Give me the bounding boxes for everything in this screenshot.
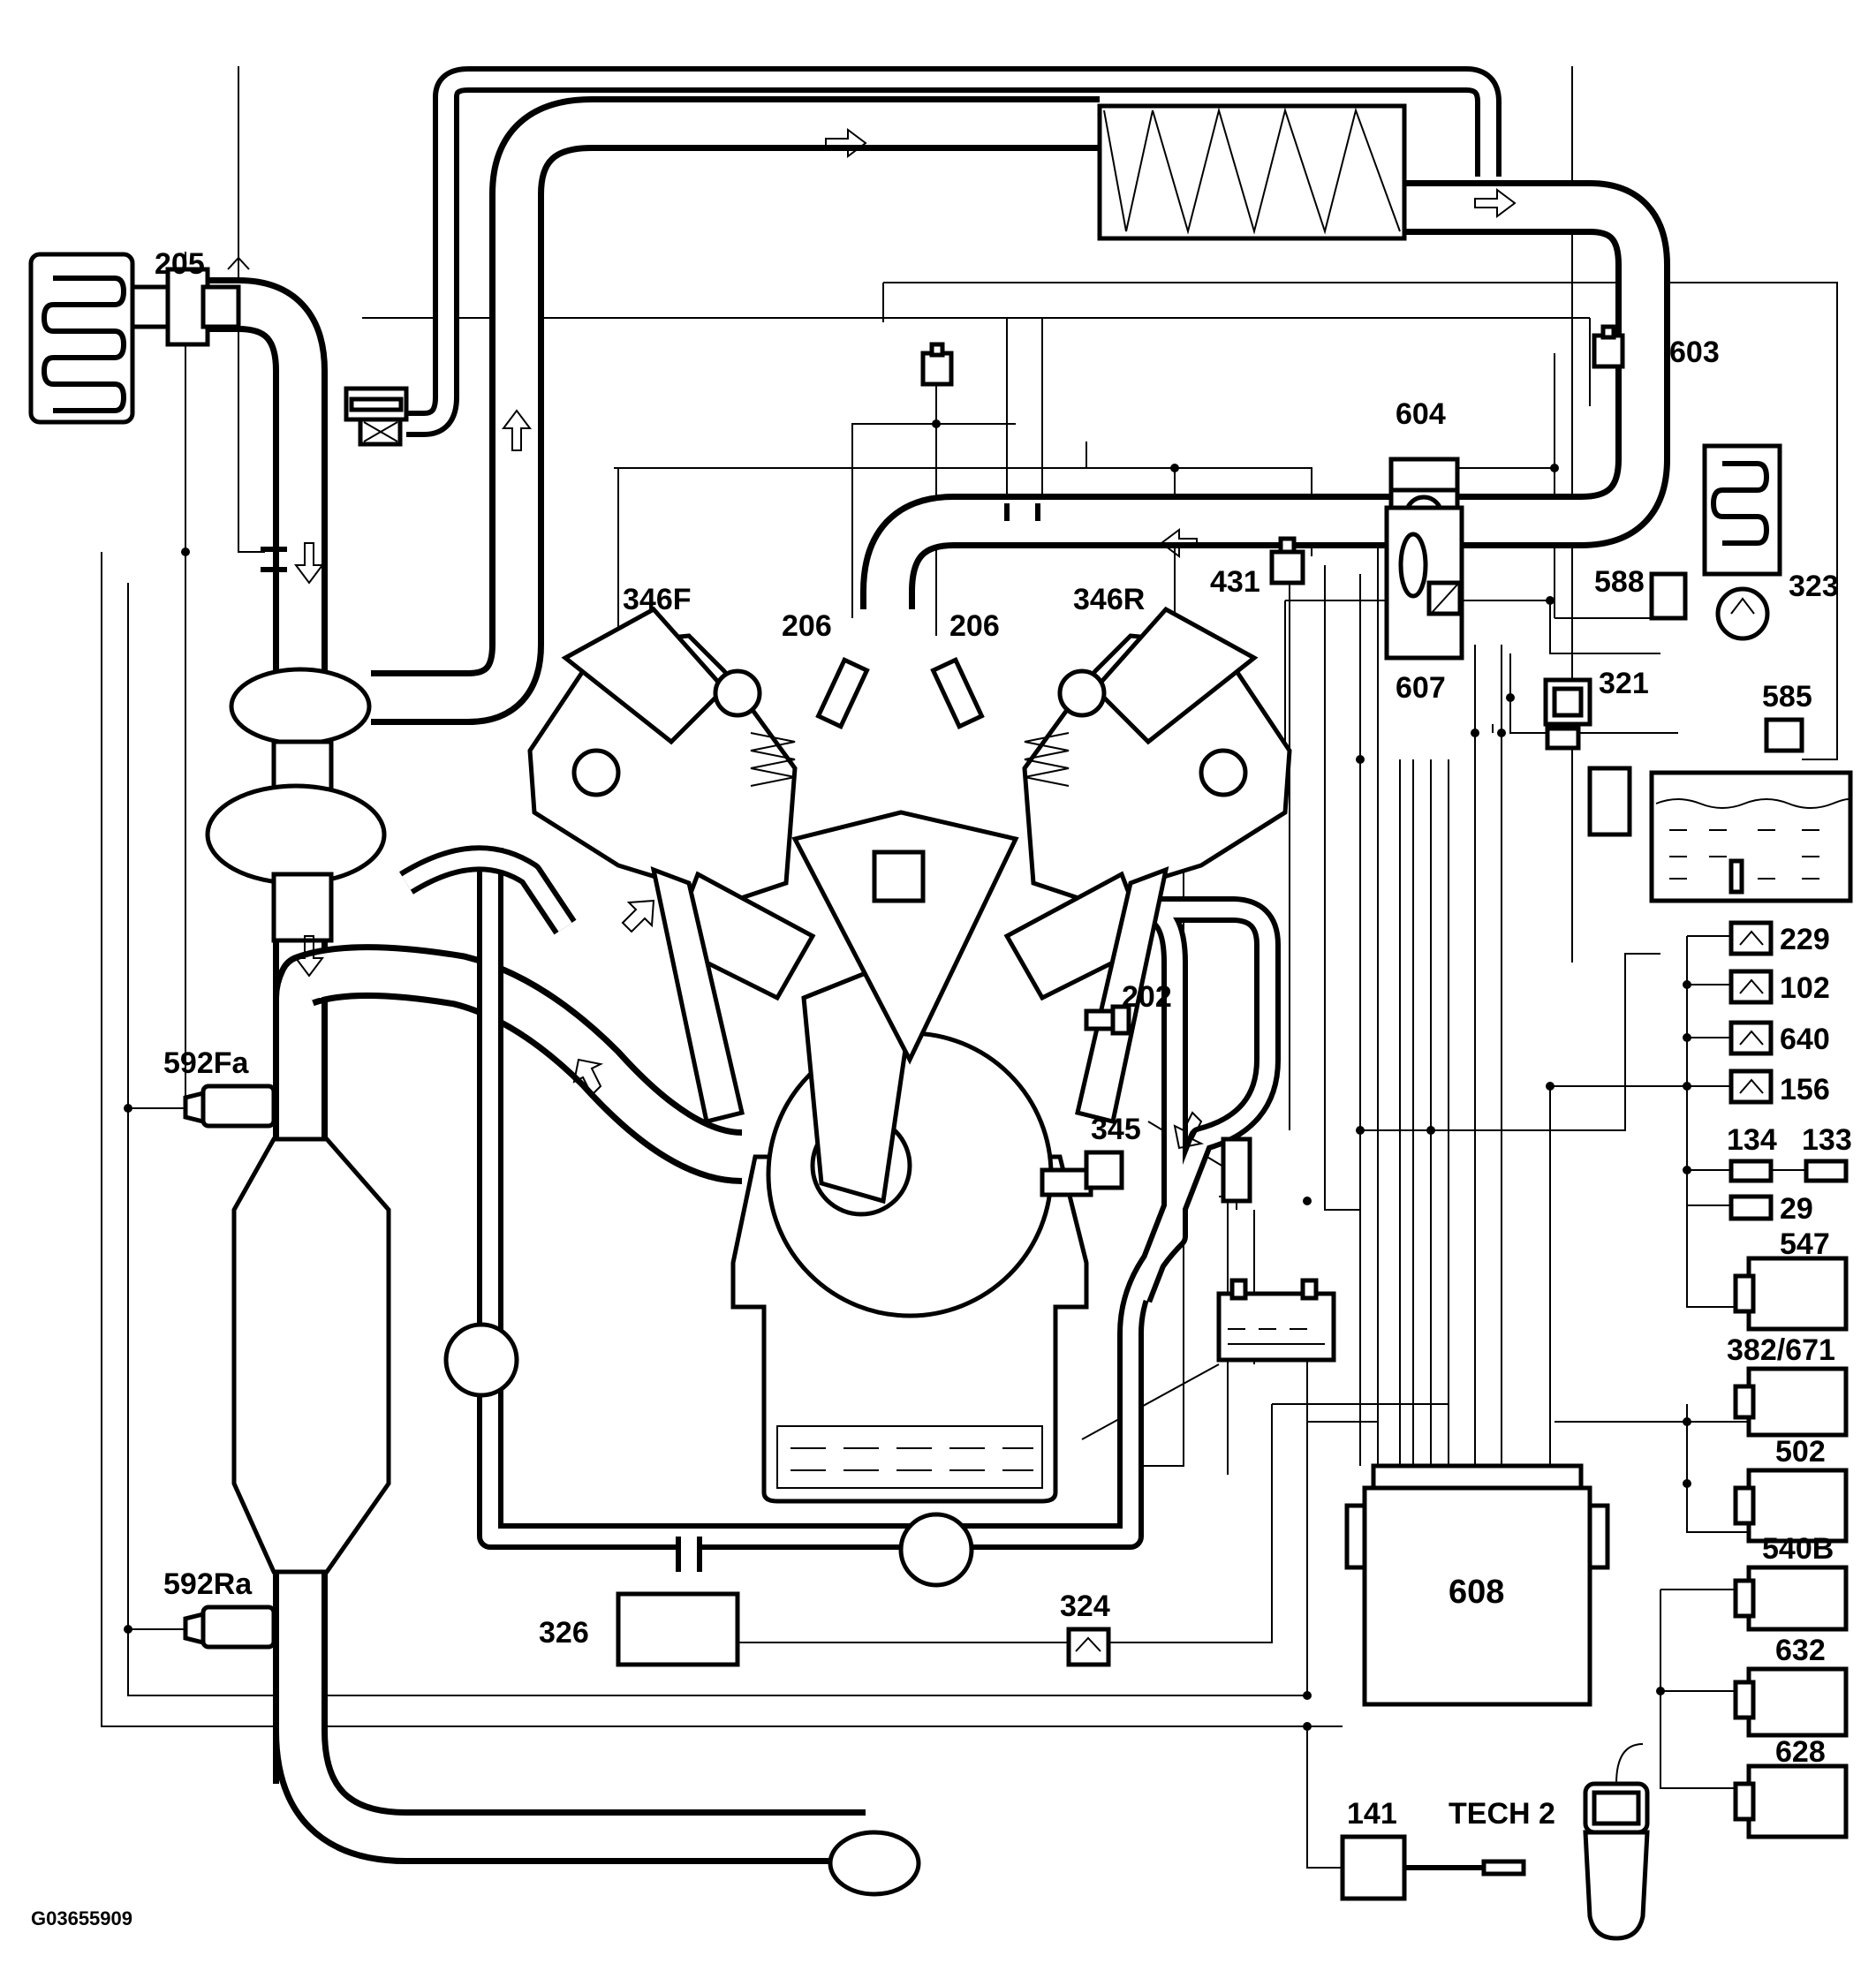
label-592Ra: 592Ra <box>163 1567 253 1601</box>
label-324: 324 <box>1060 1590 1110 1623</box>
component-labels: 205 603 604 607 323 588 321 585 431 346F… <box>31 247 1852 1929</box>
label-323: 323 <box>1789 570 1839 603</box>
label-346R: 346R <box>1073 583 1145 616</box>
relay-640 <box>1728 1020 1774 1056</box>
label-540B: 540B <box>1762 1532 1834 1566</box>
figure-id: G03655909 <box>31 1907 132 1929</box>
tailpipe-outlet <box>828 1830 921 1897</box>
maf-sensor-205 <box>130 267 241 347</box>
label-588: 588 <box>1594 565 1645 599</box>
label-604: 604 <box>1396 397 1446 431</box>
wiring-harness <box>101 66 1838 1869</box>
air-filter <box>28 252 135 425</box>
label-202: 202 <box>1122 980 1172 1014</box>
injector-206-left <box>815 657 870 729</box>
oxygen-sensor-592Fa <box>183 1084 276 1129</box>
tech2-tool-icon <box>1583 1743 1650 1941</box>
label-502: 502 <box>1775 1435 1826 1469</box>
relay-229 <box>1728 920 1774 956</box>
flow-arrows <box>294 128 1517 1150</box>
module-632 <box>1733 1666 1849 1738</box>
pump-left <box>443 1322 519 1398</box>
coolant-tank <box>1649 770 1853 903</box>
label-205: 205 <box>155 247 205 281</box>
label-382-671: 382/671 <box>1727 1333 1835 1367</box>
label-632: 632 <box>1775 1634 1826 1667</box>
relay-156 <box>1728 1069 1774 1105</box>
label-607: 607 <box>1396 671 1446 705</box>
sensor-crank <box>1221 1136 1252 1204</box>
label-206-left: 206 <box>782 609 832 643</box>
sensor-321 <box>1543 677 1592 751</box>
intercooler <box>1097 103 1407 241</box>
label-346F: 346F <box>623 583 692 616</box>
label-134: 134 <box>1727 1123 1777 1157</box>
cooler-323 <box>1702 443 1782 641</box>
injector-206-right <box>930 657 985 729</box>
relay-102 <box>1728 969 1774 1005</box>
label-321: 321 <box>1599 667 1649 700</box>
sensor-431 <box>1269 536 1305 585</box>
sensor-588 <box>1649 571 1688 621</box>
engine <box>527 606 1292 1504</box>
label-141: 141 <box>1347 1797 1397 1831</box>
vent-icon <box>227 256 250 270</box>
label-345: 345 <box>1091 1113 1141 1146</box>
module-628 <box>1733 1763 1849 1839</box>
sensor-345 <box>1040 1150 1124 1197</box>
reservoir-sensor <box>1587 766 1632 837</box>
air-ducts <box>203 96 1670 1864</box>
label-628: 628 <box>1775 1735 1826 1769</box>
module-382-671 <box>1733 1366 1849 1438</box>
label-29: 29 <box>1780 1192 1813 1226</box>
module-502 <box>1733 1468 1849 1544</box>
label-133: 133 <box>1802 1123 1852 1157</box>
label-608: 608 <box>1449 1574 1504 1611</box>
label-585: 585 <box>1762 680 1812 714</box>
pressure-sensor-left <box>920 342 954 387</box>
component-324 <box>1066 1627 1111 1667</box>
oxygen-sensor-592Ra <box>183 1605 276 1650</box>
label-tech2: TECH 2 <box>1449 1797 1555 1831</box>
ecu-608 <box>1344 1463 1610 1707</box>
switch-134 <box>1728 1159 1774 1183</box>
sensor-202 <box>1084 1004 1131 1036</box>
label-640: 640 <box>1780 1023 1830 1056</box>
component-141 <box>1340 1834 1526 1901</box>
component-326 <box>616 1591 740 1667</box>
label-592Fa: 592Fa <box>163 1046 249 1080</box>
label-156: 156 <box>1780 1073 1830 1106</box>
label-603: 603 <box>1669 336 1720 369</box>
label-206-right: 206 <box>949 609 1000 643</box>
module-540B <box>1733 1565 1849 1632</box>
throttle-body <box>1384 457 1464 661</box>
pressure-sensor-right <box>1592 324 1625 369</box>
module-547 <box>1733 1256 1849 1332</box>
oil-separator <box>1216 1278 1336 1363</box>
switch-29 <box>1728 1194 1774 1221</box>
bypass-valve <box>344 386 409 447</box>
label-102: 102 <box>1780 971 1830 1005</box>
catalytic-converter <box>231 1136 391 1574</box>
manifold-port <box>1004 503 1040 521</box>
wire-junctions <box>124 419 1691 1731</box>
label-547: 547 <box>1780 1227 1830 1261</box>
label-431: 431 <box>1210 565 1260 599</box>
sensor-585 <box>1764 717 1804 753</box>
label-229: 229 <box>1780 923 1830 956</box>
turbocharger <box>205 667 387 943</box>
intake-restriction <box>261 547 287 572</box>
label-326: 326 <box>539 1616 589 1650</box>
pump-bottom <box>898 1512 974 1588</box>
switch-133 <box>1804 1159 1849 1183</box>
